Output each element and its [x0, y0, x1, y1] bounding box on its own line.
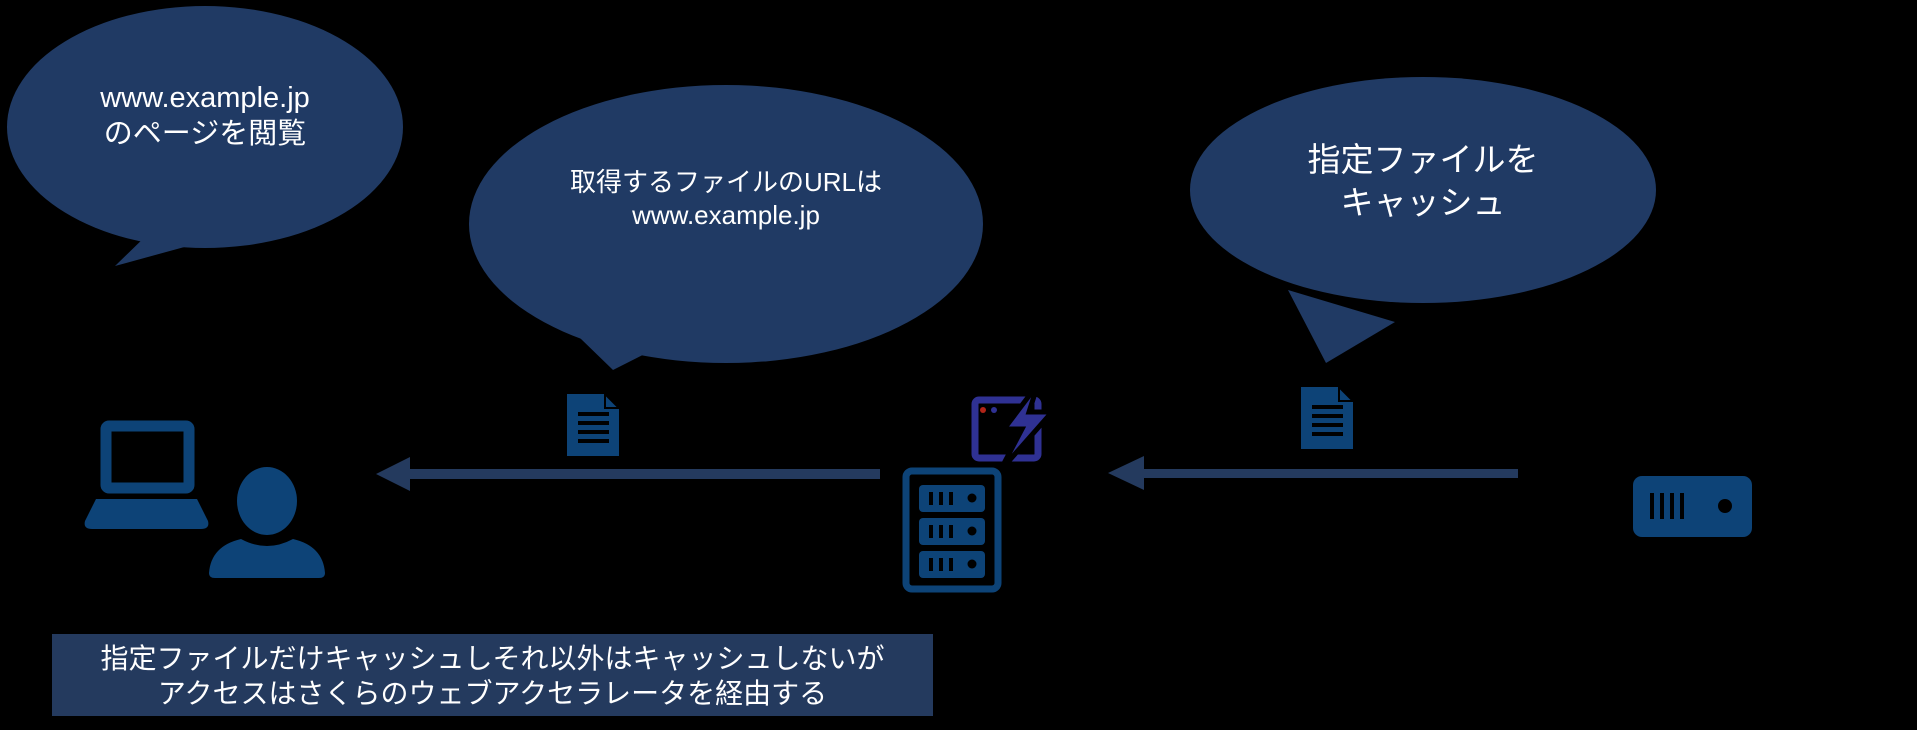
- speech-bubble-fetch: [469, 85, 983, 370]
- bubble-browse-text: www.example.jp のページを閲覧: [25, 80, 385, 152]
- bubble-body: [7, 6, 403, 248]
- arrow-shaft: [402, 469, 880, 479]
- document-fold: [604, 391, 622, 409]
- bubble-cache-line2: キャッシュ: [1340, 184, 1506, 221]
- speech-bubble-browse: [7, 6, 403, 266]
- laptop-icon: [84, 420, 209, 529]
- arrow-head: [376, 457, 410, 491]
- laptop-screen: [100, 420, 195, 494]
- bubble-body: [1190, 77, 1656, 303]
- bubble-cache-line1: 指定ファイルを: [1307, 141, 1539, 178]
- speech-bubble-cache: [1190, 77, 1656, 363]
- server-vents: [1650, 493, 1684, 519]
- bubble-body: [469, 85, 983, 363]
- arrow-head: [1108, 456, 1144, 490]
- server-case: [902, 467, 1002, 593]
- bubble-fetch-text: 取得するファイルのURLは www.example.jp: [500, 166, 952, 232]
- server-body: [1633, 476, 1752, 537]
- bubble-cache-text: 指定ファイルを キャッシュ: [1240, 138, 1606, 224]
- caption-line2: アクセスはさくらのウェブアクセラレータを経由する: [157, 678, 828, 709]
- browser-dot-red: [980, 407, 986, 413]
- user-head: [237, 467, 297, 535]
- document-icon: [567, 391, 622, 456]
- bubble-browse-line1: www.example.jp: [100, 82, 310, 114]
- caption-panel: [52, 634, 933, 716]
- server-power-dot: [1718, 499, 1732, 513]
- user-icon: [209, 467, 325, 578]
- bubble-browse-line2: のページを閲覧: [103, 118, 307, 150]
- lightning-bolt-icon: [997, 382, 1058, 473]
- document-lines: [578, 412, 609, 443]
- bubble-fetch-line1: 取得するファイルのURLは: [569, 167, 882, 197]
- browser-dot: [991, 407, 997, 413]
- bubble-fetch-line2: www.example.jp: [632, 200, 820, 230]
- document-icon: [1301, 384, 1356, 449]
- caption-line1: 指定ファイルだけキャッシュしそれ以外はキャッシュしないが: [100, 643, 885, 674]
- server-bay-slots: [929, 492, 977, 571]
- arrow-shaft: [1140, 469, 1518, 478]
- arrow-left-to-user: [376, 457, 880, 491]
- web-accelerator-lightning-icon: [971, 382, 1058, 473]
- laptop-base: [84, 499, 209, 529]
- arrow-left-to-cache: [1108, 456, 1518, 490]
- cache-server-rack-icon: [902, 467, 1002, 593]
- bubble-tail: [1288, 290, 1395, 363]
- user-shoulders: [209, 539, 325, 578]
- document-fold: [1338, 384, 1356, 402]
- origin-server-icon: [1633, 476, 1752, 537]
- caption-text: 指定ファイルだけキャッシュしそれ以外はキャッシュしないが アクセスはさくらのウェ…: [52, 641, 933, 711]
- document-lines: [1312, 405, 1343, 436]
